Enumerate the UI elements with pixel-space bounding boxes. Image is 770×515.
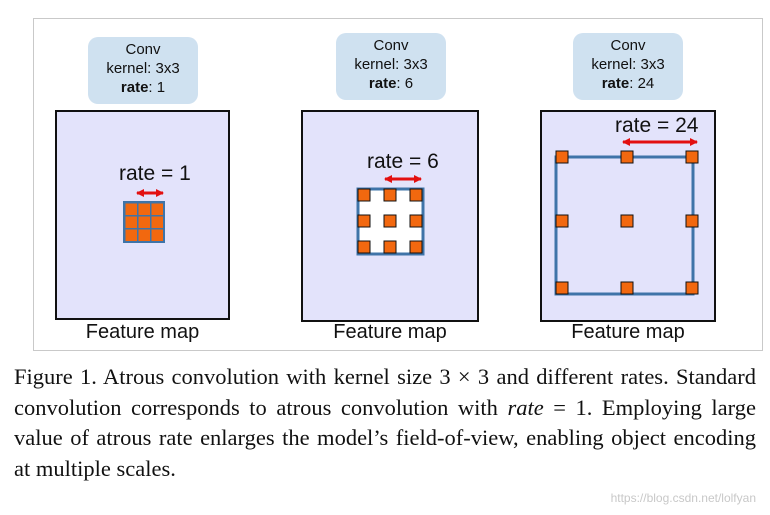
kernel-text-3: kernel: 3x3 xyxy=(591,56,665,73)
rate-key-2: rate xyxy=(368,75,397,92)
rate-annotation-3: rate = 24 xyxy=(615,114,699,137)
kernel-cells-24 xyxy=(555,150,699,295)
rate-value-1: : 1 xyxy=(148,79,166,96)
math-rate: rate xyxy=(507,394,544,420)
conv-box-1: Conv kernel: 3x3 rate: 1 xyxy=(88,37,198,104)
figure-caption: Figure 1. Atrous convolution with kernel… xyxy=(14,364,756,481)
rate-key-3: rate xyxy=(601,75,630,92)
kernel-text-1: kernel: 3x3 xyxy=(106,60,180,77)
math-kernel-size: 3 × 3 xyxy=(439,364,490,389)
kernel-rate-24 xyxy=(554,138,699,296)
kernel-cells-6 xyxy=(357,188,423,254)
feature-map-label-3: Feature map xyxy=(571,321,685,343)
rate-key-1: rate xyxy=(120,79,149,96)
watermark: https://blog.csdn.net/lolfyan xyxy=(610,491,756,505)
kernel-cells-1 xyxy=(125,203,163,241)
conv-title-2: Conv xyxy=(373,37,409,54)
rate-value-2: : 6 xyxy=(396,75,414,92)
conv-box-3: Conv kernel: 3x3 rate: 24 xyxy=(573,33,683,100)
rate-value-3: : 24 xyxy=(629,75,655,92)
kernel-rate-1 xyxy=(123,189,165,243)
kernel-text-2: kernel: 3x3 xyxy=(354,56,428,73)
conv-box-2: Conv kernel: 3x3 rate: 6 xyxy=(336,33,446,100)
conv-title-1: Conv xyxy=(125,41,161,58)
rate-annotation-1: rate = 1 xyxy=(119,162,191,185)
feature-map-label-1: Feature map xyxy=(85,321,200,343)
rate-annotation-2: rate = 6 xyxy=(367,150,439,173)
kernel-rate-6 xyxy=(356,175,425,256)
conv-title-3: Conv xyxy=(610,37,646,54)
feature-map-label-2: Feature map xyxy=(333,321,447,343)
